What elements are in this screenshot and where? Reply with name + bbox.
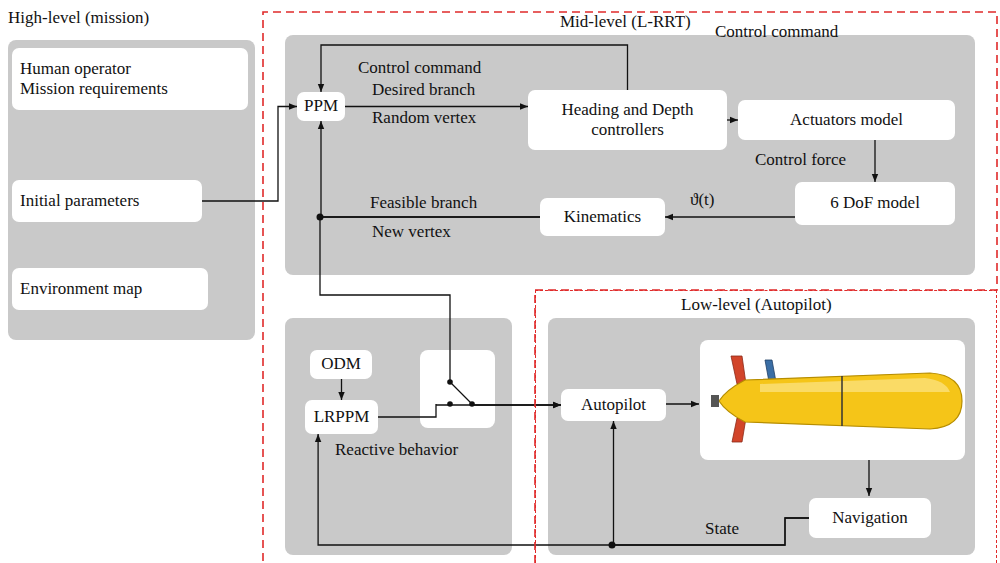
hull-joint: [841, 376, 843, 426]
box-text: Kinematics: [564, 207, 641, 227]
connector: [378, 404, 561, 417]
command-wire: [665, 403, 699, 404]
process-box: PPM: [297, 92, 345, 121]
vehicle-box: [700, 340, 965, 460]
label-holder: Control command: [358, 58, 481, 78]
text-holder: Autopilot: [581, 395, 646, 415]
box-text: Initial parameters: [20, 191, 139, 211]
text-holder: PPM: [304, 96, 338, 116]
text-holder: Human operatorMission requirements: [20, 59, 168, 100]
box-text: Navigation: [832, 508, 908, 528]
label-holder: State: [705, 519, 739, 539]
text-holder: Environment map: [20, 279, 142, 299]
mission-group: High-level (mission) Human operatorMissio…: [8, 6, 255, 340]
process-box: ODM: [310, 350, 372, 379]
process-box: Navigation: [809, 498, 931, 538]
label-holder: Control command: [715, 22, 838, 42]
box-text: Autopilot: [581, 395, 646, 415]
dashed-outline: [263, 12, 997, 563]
label-holder: Desired branch: [372, 80, 475, 100]
text-holder: Low-level (Autopilot): [681, 295, 832, 315]
box-text: Environment map: [20, 279, 142, 299]
high-level-panel: [8, 40, 255, 340]
auv-illustration: [711, 356, 962, 442]
text-holder: ODM: [321, 354, 361, 374]
auv-hull: [719, 373, 962, 429]
switch-contact: [447, 401, 453, 407]
text-holder: LRPPM: [314, 407, 370, 427]
text-holder: High-level (mission): [8, 8, 149, 28]
text-holder: Heading and Depth controllers: [533, 100, 722, 141]
group-heading: Low-level (Autopilot): [681, 295, 832, 315]
text-holder: Actuators model: [790, 110, 903, 130]
box-text: ODM: [321, 354, 361, 374]
label-holder: New vertex: [372, 222, 451, 242]
label-holder: Control force: [755, 150, 846, 170]
process-box: Kinematics: [540, 198, 665, 236]
label-holder: Random vertex: [372, 108, 476, 128]
sensor-wire: [868, 460, 869, 496]
connector: [202, 107, 297, 202]
hull-highlight: [760, 378, 950, 392]
edge-label: Desired branch: [372, 80, 475, 100]
connector: [318, 434, 809, 545]
group-heading: Mid-level (L-RRT): [560, 12, 691, 32]
text-holder: Mid-level (L-RRT): [560, 12, 691, 32]
group-heading: High-level (mission): [8, 8, 149, 28]
edge-label: State: [705, 519, 739, 539]
input-box: Human operatorMission requirements: [12, 48, 248, 110]
upper-fin: [731, 356, 746, 384]
text-holder: Navigation: [832, 508, 908, 528]
box-text: PPM: [304, 96, 338, 116]
signal-label: Random vertex: [372, 108, 476, 128]
input-box: Environment map: [12, 268, 208, 310]
box-text: Mission requirements: [20, 79, 168, 99]
input-box: Initial parameters: [12, 180, 202, 222]
connector: [665, 216, 795, 217]
edge-label: Control command: [715, 22, 838, 42]
reactive-panel: [285, 318, 512, 555]
propeller: [711, 395, 719, 407]
process-box: Autopilot: [561, 389, 666, 421]
low-level-panel: [548, 318, 975, 555]
edge-label: Feasible branch: [370, 193, 477, 213]
connector: [345, 106, 528, 107]
autopilot-region: Low-level (Autopilot) AutopilotNavigation: [535, 290, 997, 563]
label-holder: Reactive behavior: [335, 440, 458, 460]
box-text: Actuators model: [790, 110, 903, 130]
edge-label: Control force: [755, 150, 846, 170]
edge-label: ϑ(t): [690, 190, 714, 210]
text-holder: 6 DoF model: [830, 193, 920, 213]
connector: [341, 379, 342, 400]
connector: [874, 140, 875, 182]
process-box: 6 DoF model: [795, 182, 955, 225]
label-holder: ϑ(t): [690, 190, 714, 210]
box-text: Human operator: [20, 59, 168, 79]
process-box: LRPPM: [305, 400, 378, 434]
connector: [727, 119, 738, 120]
signal-label: New vertex: [372, 222, 451, 242]
signal-label: Reactive behavior: [335, 440, 458, 460]
process-box: Heading and Depth controllers: [528, 90, 727, 150]
label-holder: Feasible branch: [370, 193, 477, 213]
box-text: Heading and Depth controllers: [533, 100, 722, 141]
connector: [321, 121, 540, 217]
text-holder: Kinematics: [564, 207, 641, 227]
box-text: LRPPM: [314, 407, 370, 427]
text-holder: Initial parameters: [20, 191, 139, 211]
connector: [614, 421, 810, 545]
box-text: 6 DoF model: [830, 193, 920, 213]
edge-label: Control command: [358, 58, 481, 78]
mid-level-panel: [285, 35, 975, 275]
process-box: Actuators model: [738, 100, 955, 140]
